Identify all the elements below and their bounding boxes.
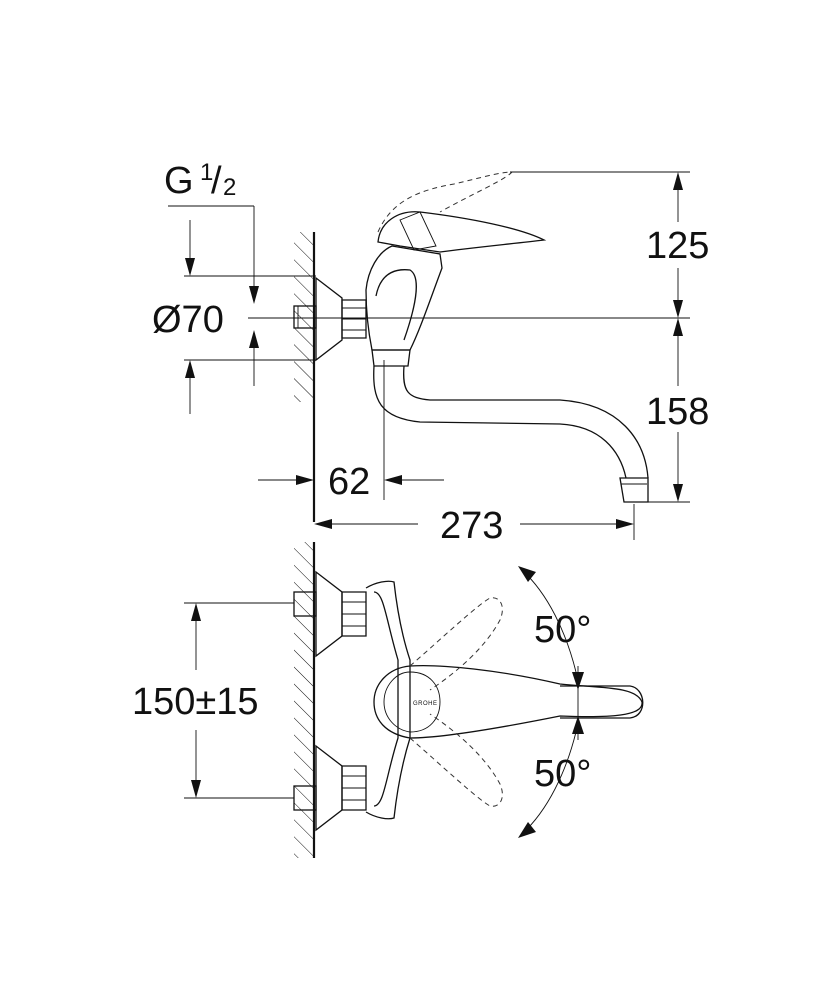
wall-offset-label: 62 [328, 461, 370, 503]
wall-side [294, 232, 316, 522]
thread-prefix: G [164, 160, 194, 202]
lower-connection [293, 744, 367, 832]
top-view: GROHE 50° 50° 150±15 [132, 542, 644, 858]
handle-top: GROHE [373, 664, 644, 739]
lever-raised-dashed [377, 171, 514, 233]
lever-height-label: 125 [646, 225, 709, 267]
wall-top [294, 542, 316, 858]
rotation-right-label: 50° [534, 753, 591, 795]
spout-height-label: 158 [646, 391, 709, 433]
rotation-dimensions: 50° 50° [518, 566, 591, 838]
thread-slash: / [211, 160, 222, 202]
upper-connection [293, 570, 367, 658]
connection-centers-label: 150±15 [132, 681, 259, 723]
rotation-left-label: 50° [534, 609, 591, 651]
lever-side [377, 211, 547, 253]
mixer-body-side [365, 245, 443, 367]
thread-dimension: G 1 / 2 [164, 159, 259, 386]
mixer-body-top [365, 580, 411, 820]
brand-logo: GROHE [413, 701, 438, 707]
height-dimensions: 125 158 [510, 171, 709, 503]
hex-nut-side [341, 299, 367, 339]
connection-centers-dimension: 150±15 [132, 602, 294, 799]
side-view: G 1 / 2 Ø70 62 [152, 159, 709, 547]
reach-label: 273 [440, 505, 503, 547]
reach-dimension: 273 [314, 504, 635, 547]
wall-offset-dimension: 62 [258, 360, 444, 503]
wall-rosette-side [293, 276, 343, 362]
spout-side [373, 365, 649, 503]
thread-numerator: 1 [200, 159, 213, 186]
handle-rotation-dashed [409, 597, 503, 807]
diameter-dimension: Ø70 [152, 220, 316, 414]
thread-denominator: 2 [223, 174, 236, 201]
diameter-label: Ø70 [152, 299, 224, 341]
